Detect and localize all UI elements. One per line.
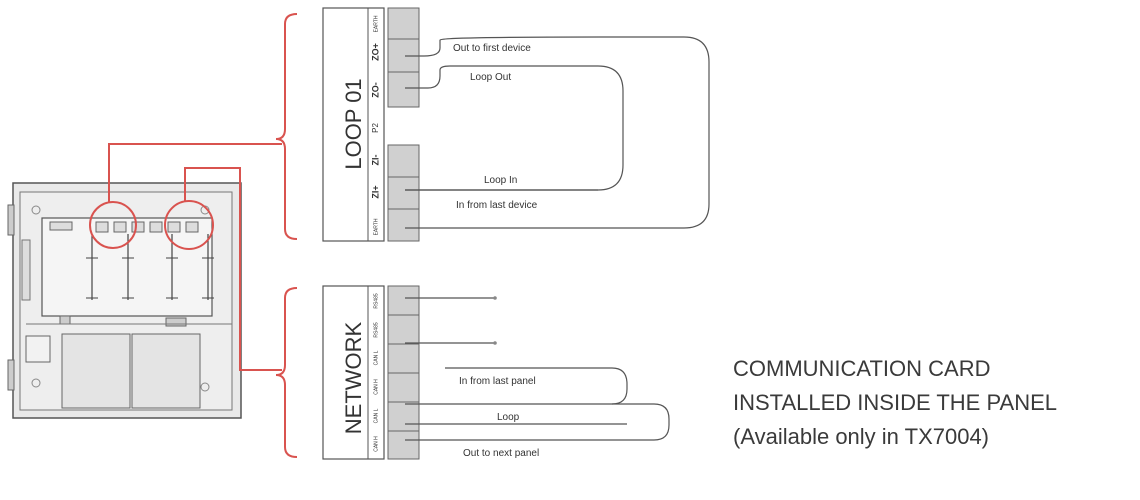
terminal [387, 144, 420, 178]
wire-out-next-panel [405, 403, 670, 441]
pin-label: CAN L [373, 408, 379, 423]
pin-label: CAN H [373, 436, 379, 452]
terminal [387, 208, 420, 242]
terminal [387, 343, 420, 374]
label-in-last-panel: In from last panel [459, 376, 536, 387]
pin-label: ZI- [370, 155, 380, 166]
terminal [387, 7, 420, 40]
loop-card-highlight [89, 201, 137, 249]
network-block: NETWORK RS485 RS485 CAN L CAN H CAN L CA… [322, 285, 670, 460]
caption: COMMUNICATION CARD INSTALLED INSIDE THE … [733, 352, 1133, 454]
loop-block: LOOP 01 EARTH ZO+ ZO- ZI- ZI+ EARTH P2 O… [322, 7, 710, 242]
pin-label: CAN H [373, 379, 379, 395]
control-panel [7, 182, 242, 419]
label-out-first-device: Out to first device [453, 43, 531, 54]
terminal [387, 285, 420, 316]
loop-pin-labels: EARTH ZO+ ZO- ZI- ZI+ EARTH P2 [370, 15, 380, 235]
label-loop: Loop [497, 412, 520, 423]
terminal [387, 401, 420, 432]
terminal [387, 314, 420, 345]
wire-in-last-panel [405, 367, 628, 405]
loop-bracket [275, 13, 298, 240]
red-callouts [89, 13, 298, 458]
label-out-next-panel: Out to next panel [463, 448, 539, 459]
terminal [387, 38, 420, 73]
caption-line-3: (Available only in TX7004) [733, 424, 990, 449]
pin-label: RS485 [373, 293, 379, 309]
pin-label: EARTH [373, 15, 379, 32]
terminal [387, 71, 420, 108]
network-terminals [387, 285, 420, 460]
loop-wires [405, 36, 710, 229]
loop-terminals [387, 7, 420, 242]
label-loop-out: Loop Out [470, 72, 511, 83]
pin-label: ZI+ [370, 185, 380, 198]
pin-label: CAN L [373, 350, 379, 365]
loop-title: LOOP 01 [341, 78, 366, 169]
caption-line-1: COMMUNICATION CARD [733, 356, 991, 381]
terminal [387, 372, 420, 403]
pin-label: RS485 [373, 322, 379, 338]
network-wires [405, 297, 670, 441]
network-bracket [275, 287, 298, 458]
wire-loop-out [405, 65, 624, 191]
pin-label: ZO+ [370, 43, 380, 61]
network-title: NETWORK [341, 321, 366, 434]
terminal [387, 176, 420, 210]
network-card-highlight [164, 200, 214, 250]
network-pin-labels: RS485 RS485 CAN L CAN H CAN L CAN H [373, 293, 379, 452]
pin-label: EARTH [373, 218, 379, 235]
label-loop-in: Loop In [484, 175, 517, 186]
loop-wire-labels: Out to first device Loop Out Loop In In … [453, 43, 538, 211]
wire-out-first-device [405, 36, 710, 229]
pin-label: ZO- [370, 82, 380, 98]
label-in-last-device: In from last device [456, 200, 538, 211]
terminal [387, 430, 420, 460]
loop-leader-line [108, 143, 282, 202]
network-leader-line [184, 167, 282, 371]
p2-label: P2 [371, 123, 380, 133]
network-wire-labels: In from last panel Loop Out to next pane… [459, 376, 539, 459]
caption-line-2: INSTALLED INSIDE THE PANEL [733, 390, 1057, 415]
